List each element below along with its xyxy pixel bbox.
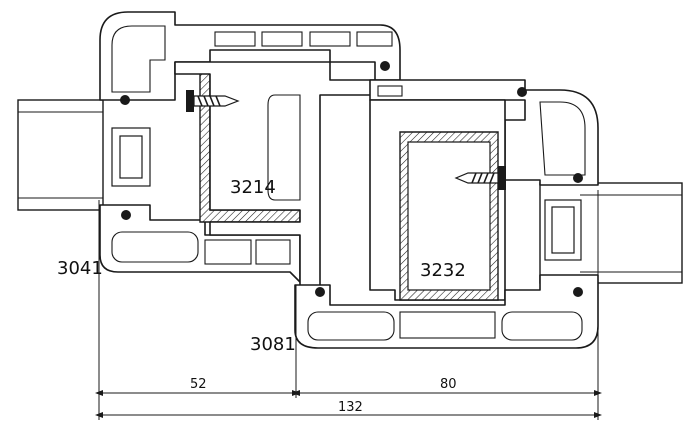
label-3232: 3232 — [420, 260, 466, 281]
right-frame-profile — [294, 274, 599, 349]
left-glass-unit — [17, 99, 151, 211]
dimension-80: 80 — [440, 377, 457, 392]
label-3081: 3081 — [250, 334, 296, 355]
screw-right-icon — [454, 166, 506, 190]
label-3214: 3214 — [230, 177, 276, 198]
mullion-profile — [174, 61, 376, 291]
dimension-lines — [95, 190, 602, 420]
screw-left-icon — [186, 90, 240, 112]
gaskets — [120, 61, 583, 297]
dimension-132: 132 — [338, 400, 363, 415]
label-3041: 3041 — [57, 258, 103, 279]
right-glass-unit — [539, 182, 683, 284]
right-sash-profile — [369, 79, 599, 186]
dimension-52: 52 — [190, 377, 207, 392]
left-sash-profile — [99, 11, 401, 101]
